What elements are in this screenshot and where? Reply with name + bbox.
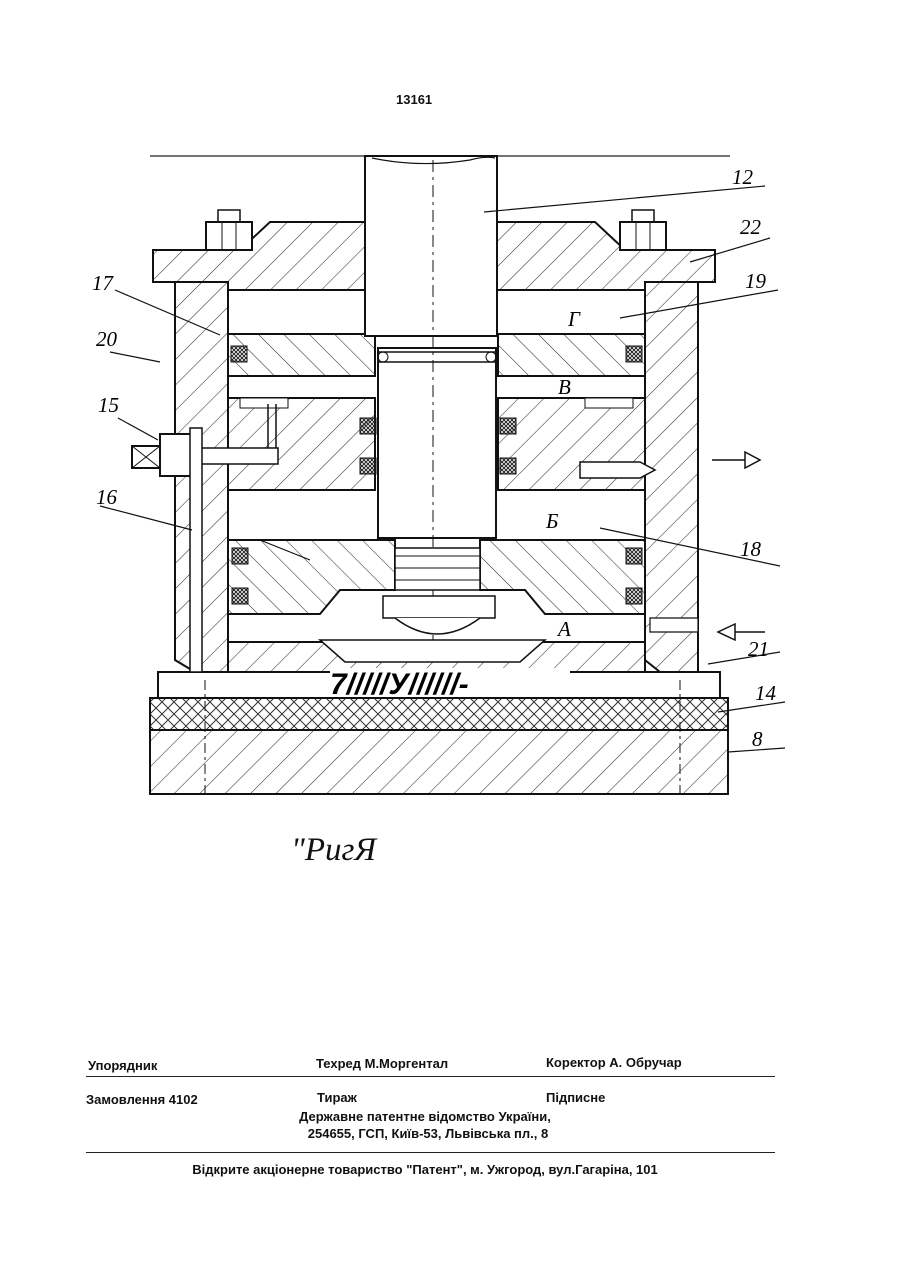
office-line-2: 254655, ГСП, Київ-53, Львівська пл., 8 [0,1126,856,1141]
callout-22: 22 [740,215,762,239]
corrector-label: Коректор А. Обручар [546,1055,682,1070]
lower-piston [228,540,645,634]
callout-14: 14 [755,681,777,705]
chamber-label-b: Б [545,509,558,533]
publisher-line: Відкрите акціонерне товариство "Патент",… [0,1162,850,1177]
footer-rule-bottom [86,1152,775,1153]
patent-drawing: Г В Б А 12 22 17 19 20 15 16 18 21 14 8 … [0,0,900,820]
callout-15: 15 [98,393,119,417]
office-line-1: Державне патентне відомство України, [0,1109,850,1124]
callout-8: 8 [752,727,763,751]
callout-18: 18 [740,537,762,561]
chamber-label-a: А [556,617,571,641]
chamber-label-v: В [558,375,571,399]
callout-20: 20 [96,327,118,351]
subscription-label: Підписне [546,1090,605,1105]
callout-19: 19 [745,269,767,293]
order-label: Замовлення 4102 [86,1092,198,1107]
callout-17: 17 [92,271,115,295]
callout-12: 12 [732,165,754,189]
base-text: 7/////У//////- [330,668,469,701]
compiler-label: Упорядник [88,1058,157,1073]
figure-caption: "РигЯ [291,832,376,869]
callout-21: 21 [748,637,769,661]
techred-label: Техред М.Моргентал [316,1056,448,1071]
footer-rule-top [86,1076,775,1077]
circulation-label: Тираж [317,1090,357,1105]
callout-16: 16 [96,485,118,509]
chamber-label-g: Г [567,307,581,331]
